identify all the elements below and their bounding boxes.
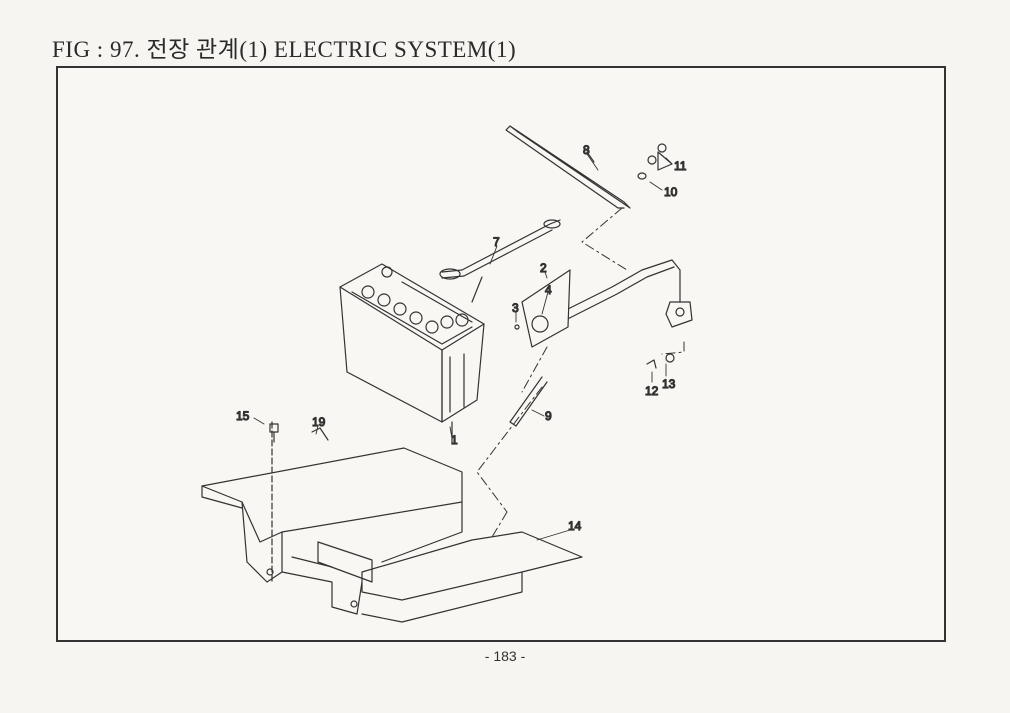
callout-12: 12	[645, 384, 659, 398]
leader-lines	[253, 153, 673, 541]
callout-19: 19	[312, 415, 326, 429]
connection-lines	[476, 207, 685, 538]
ground-strap	[505, 125, 631, 209]
callout-7: 7	[493, 235, 500, 249]
battery	[339, 263, 485, 445]
callout-2: 2	[540, 261, 547, 275]
callout-13: 13	[662, 377, 676, 391]
parts-diagram: 1 2 3 4 7 8 9 10 11 12 13 14 15 19	[201, 125, 693, 623]
callout-15: 15	[236, 409, 250, 423]
callout-4: 4	[545, 283, 552, 297]
callout-1: 1	[451, 433, 458, 447]
page-number: - 183 -	[484, 648, 526, 664]
callout-3: 3	[512, 301, 519, 315]
figure-title: FIG : 97. 전장 관계(1) ELECTRIC SYSTEM(1)	[52, 37, 517, 62]
callout-11: 11	[674, 159, 687, 173]
callout-8: 8	[583, 143, 590, 157]
callout-9: 9	[545, 409, 552, 423]
negative-cable	[439, 219, 561, 303]
hardware	[269, 143, 675, 443]
battery-tray	[201, 421, 583, 623]
diagram-frame: 1 2 3 4 7 8 9 10 11 12 13 14 15 19	[56, 66, 946, 642]
callout-10: 10	[664, 185, 678, 199]
battery-rod	[509, 376, 548, 427]
callout-14: 14	[568, 519, 582, 533]
positive-cable	[514, 259, 693, 348]
